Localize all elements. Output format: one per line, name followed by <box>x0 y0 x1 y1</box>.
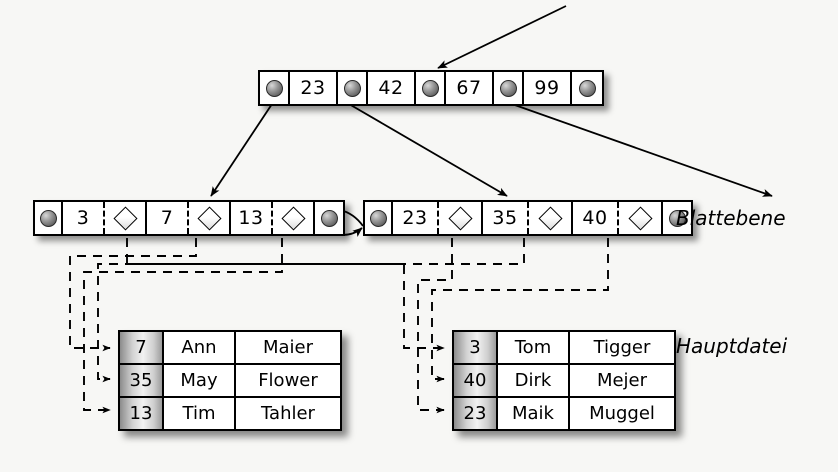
root-to-right-leaf-arrow <box>348 103 508 197</box>
data-table-right[interactable]: 3 Tom Tigger 40 Dirk Mejer 23 Maik Mugge… <box>452 330 676 431</box>
root-pointer-3[interactable] <box>494 72 524 104</box>
row-first-name: May <box>164 365 236 396</box>
row-first-name: Maik <box>498 398 570 429</box>
root-pointer-2[interactable] <box>416 72 446 104</box>
row-key: 7 <box>120 332 164 363</box>
root-to-outside-arrow <box>511 103 773 197</box>
record-link-23 <box>417 238 453 414</box>
row-key: 23 <box>454 398 498 429</box>
table-row[interactable]: 23 Maik Muggel <box>454 398 674 429</box>
sphere-pointer-icon <box>265 79 283 97</box>
root-key-1: 42 <box>368 72 416 104</box>
data-table-left[interactable]: 7 Ann Maier 35 May Flower 13 Tim Tahler <box>118 330 342 431</box>
leaf-left-key-2: 13 <box>231 202 273 234</box>
diamond-pointer-icon <box>447 205 473 231</box>
sphere-pointer-icon <box>343 79 361 97</box>
row-key: 3 <box>454 332 498 363</box>
row-last-name: Tahler <box>236 398 340 429</box>
row-last-name: Flower <box>236 365 340 396</box>
leaf-right-key-2: 40 <box>573 202 619 234</box>
leaf-right-record-pointer-0[interactable] <box>439 202 483 234</box>
sphere-pointer-icon <box>421 79 439 97</box>
row-key: 35 <box>120 365 164 396</box>
leaf-left-next-pointer[interactable] <box>315 202 343 234</box>
table-row[interactable]: 35 May Flower <box>120 365 340 398</box>
table-row[interactable]: 3 Tom Tigger <box>454 332 674 365</box>
sphere-pointer-icon <box>578 79 596 97</box>
row-last-name: Tigger <box>570 332 674 363</box>
sphere-pointer-icon <box>320 209 338 227</box>
row-last-name: Muggel <box>570 398 674 429</box>
leaf-right-next-pointer[interactable] <box>663 202 691 234</box>
leaf-right-key-0: 23 <box>393 202 439 234</box>
row-key: 40 <box>454 365 498 396</box>
leaf-left-prev-pointer[interactable] <box>35 202 63 234</box>
sphere-pointer-icon <box>499 79 517 97</box>
diamond-pointer-icon <box>537 205 563 231</box>
entry-pointer-arrow <box>437 5 567 69</box>
row-first-name: Tom <box>498 332 570 363</box>
sphere-pointer-icon <box>369 209 387 227</box>
root-pointer-0[interactable] <box>260 72 290 104</box>
root-node[interactable]: 23 42 67 99 <box>258 70 604 106</box>
table-row[interactable]: 40 Dirk Mejer <box>454 365 674 398</box>
leaf-left-record-pointer-0[interactable] <box>105 202 147 234</box>
root-to-left-leaf-arrow <box>210 103 273 197</box>
leaf-right-record-pointer-1[interactable] <box>529 202 573 234</box>
root-key-2: 67 <box>446 72 494 104</box>
sphere-pointer-icon <box>668 209 686 227</box>
leaf-left-key-0: 3 <box>63 202 105 234</box>
leaf-node-right[interactable]: 23 35 40 <box>363 200 693 236</box>
root-key-0: 23 <box>290 72 338 104</box>
diamond-pointer-icon <box>196 205 222 231</box>
row-first-name: Tim <box>164 398 236 429</box>
diamond-pointer-icon <box>112 205 138 231</box>
caption-leaf-level: Blattebene <box>676 206 786 230</box>
row-last-name: Mejer <box>570 365 674 396</box>
table-row[interactable]: 13 Tim Tahler <box>120 398 340 429</box>
row-last-name: Maier <box>236 332 340 363</box>
row-first-name: Dirk <box>498 365 570 396</box>
root-key-3: 99 <box>524 72 572 104</box>
root-pointer-1[interactable] <box>338 72 368 104</box>
diamond-pointer-icon <box>280 205 306 231</box>
table-row[interactable]: 7 Ann Maier <box>120 332 340 365</box>
root-pointer-4[interactable] <box>572 72 602 104</box>
sphere-pointer-icon <box>39 209 57 227</box>
diamond-pointer-icon <box>627 205 653 231</box>
leaf-right-key-1: 35 <box>483 202 529 234</box>
leaf-left-key-1: 7 <box>147 202 189 234</box>
leaf-left-record-pointer-2[interactable] <box>273 202 315 234</box>
row-first-name: Ann <box>164 332 236 363</box>
leaf-right-record-pointer-2[interactable] <box>619 202 663 234</box>
row-key: 13 <box>120 398 164 429</box>
leaf-left-record-pointer-1[interactable] <box>189 202 231 234</box>
caption-main-file: Hauptdatei <box>676 334 788 358</box>
leaf-node-left[interactable]: 3 7 13 <box>33 200 345 236</box>
leaf-right-prev-pointer[interactable] <box>365 202 393 234</box>
